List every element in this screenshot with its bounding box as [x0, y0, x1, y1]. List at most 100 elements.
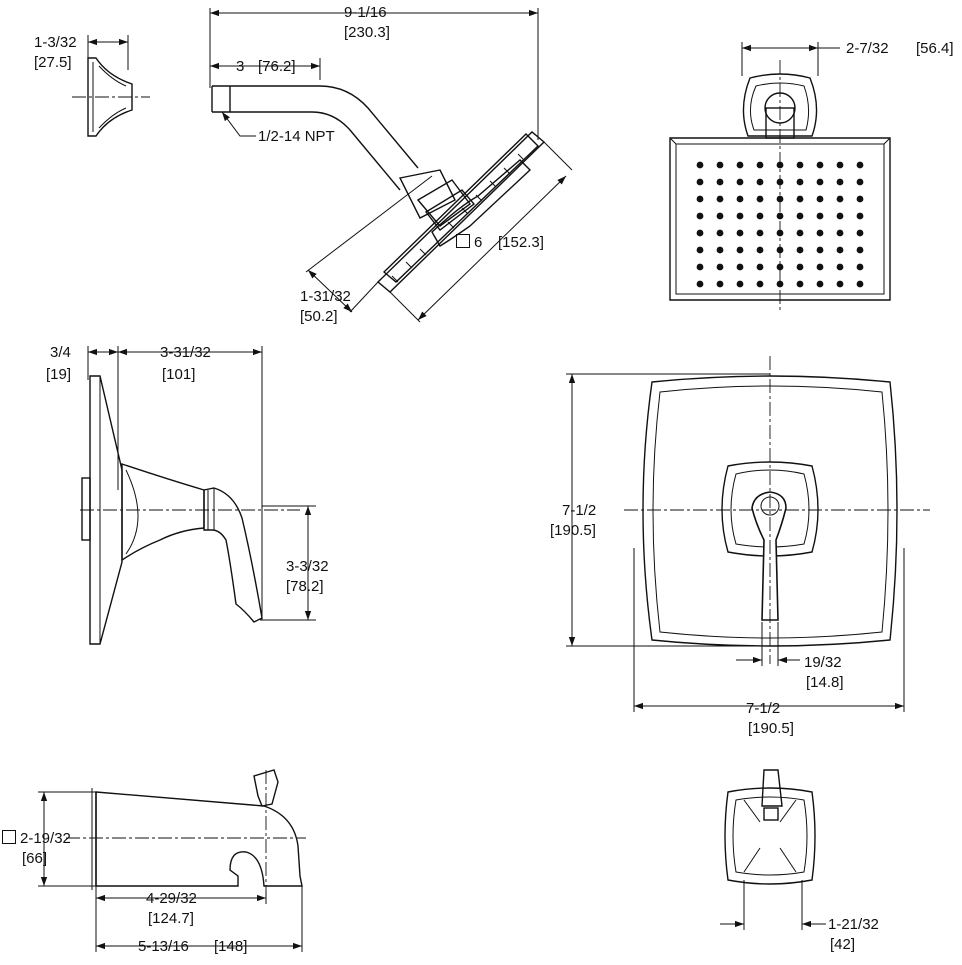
- nozzle-dot: [856, 280, 864, 288]
- dim-plate-depth-mm: [19]: [46, 366, 72, 383]
- tub-spout-front-view: [720, 769, 826, 930]
- dim-spout-length-in: 5-13/16: [138, 938, 189, 955]
- dim-plate-depth-in: 3/4: [50, 344, 71, 361]
- nozzle-dot: [816, 263, 824, 271]
- dim-head-thickness-mm: [50.2]: [300, 308, 338, 325]
- dim-head-size-in: 6: [456, 234, 482, 251]
- nozzle-dot: [696, 195, 704, 203]
- nozzle-dot: [736, 212, 744, 220]
- nozzle-dot: [776, 195, 784, 203]
- nozzle-dot: [836, 263, 844, 271]
- dim-arm-overall-mm: [230.3]: [344, 24, 390, 41]
- nozzle-dot: [776, 178, 784, 186]
- thread-spec: 1/2-14 NPT: [258, 128, 335, 145]
- dim-handle-width-in: 19/32: [804, 654, 842, 671]
- valve-trim-side-view: [80, 346, 316, 645]
- nozzle-dot: [816, 246, 824, 254]
- dim-plate-height-mm: [190.5]: [550, 522, 596, 539]
- dim-head-thickness-in: 1-31/32: [300, 288, 351, 305]
- nozzle-dot: [796, 195, 804, 203]
- dim-spout-reach-in: 4-29/32: [146, 890, 197, 907]
- nozzle-dot: [716, 263, 724, 271]
- nozzle-dot: [796, 161, 804, 169]
- dim-plate-height-in: 7-1/2: [562, 502, 597, 519]
- square-symbol-icon: [456, 234, 470, 248]
- dim-head-size-mm: [152.3]: [498, 234, 544, 251]
- nozzle-dot: [776, 212, 784, 220]
- nozzle-dot: [796, 280, 804, 288]
- nozzle-dot: [796, 212, 804, 220]
- spray-nozzles: [696, 161, 864, 288]
- nozzle-dot: [836, 212, 844, 220]
- nozzle-dot: [756, 280, 764, 288]
- nozzle-dot: [756, 212, 764, 220]
- dim-spout-height-in: 2-19/32: [2, 830, 71, 847]
- nozzle-dot: [856, 195, 864, 203]
- nozzle-dot: [696, 263, 704, 271]
- nozzle-dot: [736, 229, 744, 237]
- dim-spout-width-in: 1-21/32: [828, 916, 879, 933]
- arm-flange-side-view: [72, 35, 150, 137]
- nozzle-dot: [816, 161, 824, 169]
- nozzle-dot: [796, 246, 804, 254]
- dim-plate-width-in: 7-1/2: [746, 700, 781, 717]
- nozzle-dot: [816, 212, 824, 220]
- dim-spout-reach-mm: [124.7]: [148, 910, 194, 927]
- nozzle-dot: [856, 212, 864, 220]
- valve-trim-front-view: [566, 356, 930, 712]
- dim-arm-length-mm: [76.2]: [258, 58, 296, 75]
- nozzle-dot: [736, 246, 744, 254]
- nozzle-dot: [716, 229, 724, 237]
- shower-head-front-view: [669, 42, 891, 310]
- nozzle-dot: [716, 246, 724, 254]
- nozzle-dot: [816, 280, 824, 288]
- nozzle-dot: [756, 178, 764, 186]
- nozzle-dot: [696, 229, 704, 237]
- dim-handle-projection-in: 3-31/32: [160, 344, 211, 361]
- nozzle-dot: [736, 195, 744, 203]
- dim-arm-flange-depth-in: 1-3/32: [34, 34, 77, 51]
- nozzle-dot: [796, 229, 804, 237]
- nozzle-dot: [716, 178, 724, 186]
- nozzle-dot: [816, 229, 824, 237]
- nozzle-dot: [696, 280, 704, 288]
- nozzle-dot: [736, 280, 744, 288]
- nozzle-dot: [716, 161, 724, 169]
- dim-spout-height-in-text: 2-19/32: [20, 830, 71, 847]
- nozzle-dot: [756, 263, 764, 271]
- nozzle-dot: [816, 178, 824, 186]
- dim-arm-overall-in: 9-1/16: [344, 4, 387, 21]
- nozzle-dot: [776, 280, 784, 288]
- nozzle-dot: [756, 229, 764, 237]
- nozzle-dot: [856, 229, 864, 237]
- nozzle-dot: [716, 212, 724, 220]
- nozzle-dot: [716, 280, 724, 288]
- dim-arm-flange-depth-mm: [27.5]: [34, 54, 72, 71]
- dim-handle-width-mm: [14.8]: [806, 674, 844, 691]
- dim-spout-height-mm: [66]: [22, 850, 48, 867]
- nozzle-dot: [836, 229, 844, 237]
- nozzle-dot: [736, 161, 744, 169]
- nozzle-dot: [836, 161, 844, 169]
- nozzle-dot: [716, 195, 724, 203]
- nozzle-dot: [856, 246, 864, 254]
- dim-spout-length-mm: [148]: [214, 938, 248, 955]
- nozzle-dot: [776, 161, 784, 169]
- dim-arm-length-in: 3: [236, 58, 245, 75]
- nozzle-dot: [696, 212, 704, 220]
- nozzle-dot: [796, 178, 804, 186]
- nozzle-dot: [816, 195, 824, 203]
- nozzle-dot: [736, 263, 744, 271]
- dim-arm-flange-width-in: 2-7/32: [846, 40, 889, 57]
- nozzle-dot: [836, 178, 844, 186]
- tub-spout-side-view: [38, 769, 306, 952]
- dim-handle-projection-mm: [101]: [162, 366, 196, 383]
- nozzle-dot: [736, 178, 744, 186]
- dim-handle-height-in: 3-3/32: [286, 558, 329, 575]
- dim-handle-height-mm: [78.2]: [286, 578, 324, 595]
- nozzle-dot: [796, 263, 804, 271]
- nozzle-dot: [756, 161, 764, 169]
- nozzle-dot: [776, 263, 784, 271]
